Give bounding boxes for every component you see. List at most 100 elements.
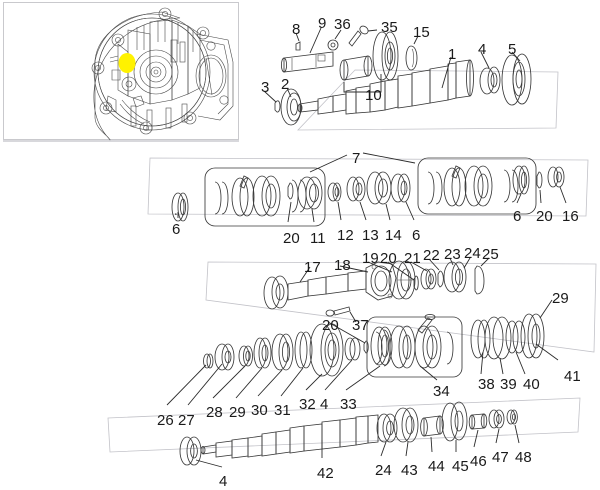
callout-23: 23 <box>444 246 461 263</box>
callout-4: 4 <box>478 41 487 58</box>
part-30 <box>271 333 294 371</box>
part-37 <box>325 306 351 317</box>
part-26 <box>203 353 214 369</box>
callout-45: 45 <box>452 458 469 475</box>
callout-37: 37 <box>352 317 369 334</box>
callout-4: 4 <box>320 396 329 413</box>
part-47 <box>488 409 505 429</box>
callout-9: 9 <box>318 15 327 32</box>
callout-33: 33 <box>340 396 357 413</box>
part-46 <box>468 413 488 430</box>
part-48 <box>506 409 518 425</box>
row-output-shaft <box>205 257 597 375</box>
callout-24: 24 <box>464 245 481 262</box>
callout-8: 8 <box>292 21 301 38</box>
callout-47: 47 <box>492 449 509 466</box>
callout-41: 41 <box>564 368 581 385</box>
highlight-marker <box>118 53 136 73</box>
part-42 <box>200 414 379 459</box>
part-44 <box>420 415 444 437</box>
part-7-left-assembly <box>204 167 326 227</box>
part-29-a <box>253 337 272 369</box>
callout-19: 19 <box>362 250 379 267</box>
part-34 <box>366 313 463 378</box>
callout-26: 26 <box>157 412 174 429</box>
part-6-left <box>171 192 189 222</box>
callout-31: 31 <box>274 402 291 419</box>
part-3 <box>274 100 281 113</box>
part-43 <box>393 407 419 443</box>
part-25 <box>474 265 485 295</box>
part-4-top <box>479 66 501 95</box>
part-20-b <box>536 171 543 189</box>
part-11 <box>297 176 323 210</box>
callout-28: 28 <box>206 404 223 421</box>
row-mainshaft <box>107 397 581 468</box>
part-20-c <box>413 275 419 291</box>
callout-15: 15 <box>413 24 430 41</box>
callout-36: 36 <box>334 16 351 33</box>
part-22 <box>437 270 444 288</box>
callout-17: 17 <box>304 259 321 276</box>
callout-12: 12 <box>337 227 354 244</box>
part-13 <box>346 176 366 202</box>
callout-20: 20 <box>380 250 397 267</box>
callout-35: 35 <box>381 19 398 36</box>
callout-48: 48 <box>515 449 532 466</box>
part-31 <box>294 331 313 369</box>
callout-6: 6 <box>172 221 181 238</box>
callout-24: 24 <box>375 462 392 479</box>
row-bearing-stack <box>166 306 463 406</box>
callout-27: 27 <box>178 412 195 429</box>
callout-6: 6 <box>513 208 522 225</box>
part-1-shaft <box>297 59 474 115</box>
callout-29: 29 <box>229 404 246 421</box>
callout-13: 13 <box>362 227 379 244</box>
callout-18: 18 <box>334 257 351 274</box>
part-12 <box>327 182 342 202</box>
callout-7: 7 <box>352 150 361 167</box>
callout-25: 25 <box>482 246 499 263</box>
part-6-mid <box>390 173 411 203</box>
callout-14: 14 <box>385 227 402 244</box>
callout-39: 39 <box>500 376 517 393</box>
part-9 <box>280 51 334 73</box>
callout-6: 6 <box>412 227 421 244</box>
part-27 <box>214 343 235 371</box>
callout-34: 34 <box>433 383 450 400</box>
row-synchronizer <box>147 152 589 227</box>
part-15-gear <box>372 31 399 81</box>
part-36 <box>327 39 339 51</box>
callout-20: 20 <box>283 230 300 247</box>
callout-30: 30 <box>251 402 268 419</box>
part-6-right <box>512 165 530 195</box>
part-17 <box>263 270 367 310</box>
part-15-ring <box>405 45 418 71</box>
part-35 <box>348 25 369 47</box>
callout-20: 20 <box>322 317 339 334</box>
callout-2: 2 <box>281 76 290 93</box>
part-24-bottom <box>376 413 398 443</box>
callout-21: 21 <box>404 250 421 267</box>
callout-42: 42 <box>317 465 334 482</box>
callout-20: 20 <box>536 208 553 225</box>
part-20-a <box>287 182 294 200</box>
part-16 <box>547 166 565 188</box>
part-4-mid <box>344 337 361 361</box>
part-2 <box>280 88 302 126</box>
callout-4: 4 <box>219 473 228 490</box>
callout-22: 22 <box>423 247 440 264</box>
part-5 <box>501 53 532 106</box>
part-7-right-assembly <box>417 157 537 215</box>
callout-32: 32 <box>299 396 316 413</box>
callout-38: 38 <box>478 376 495 393</box>
part-29-right <box>470 313 545 360</box>
part-23 <box>443 261 467 293</box>
callout-3: 3 <box>261 79 270 96</box>
callout-44: 44 <box>428 458 445 475</box>
part-21 <box>420 268 437 290</box>
part-28 <box>238 345 253 367</box>
callout-43: 43 <box>401 462 418 479</box>
